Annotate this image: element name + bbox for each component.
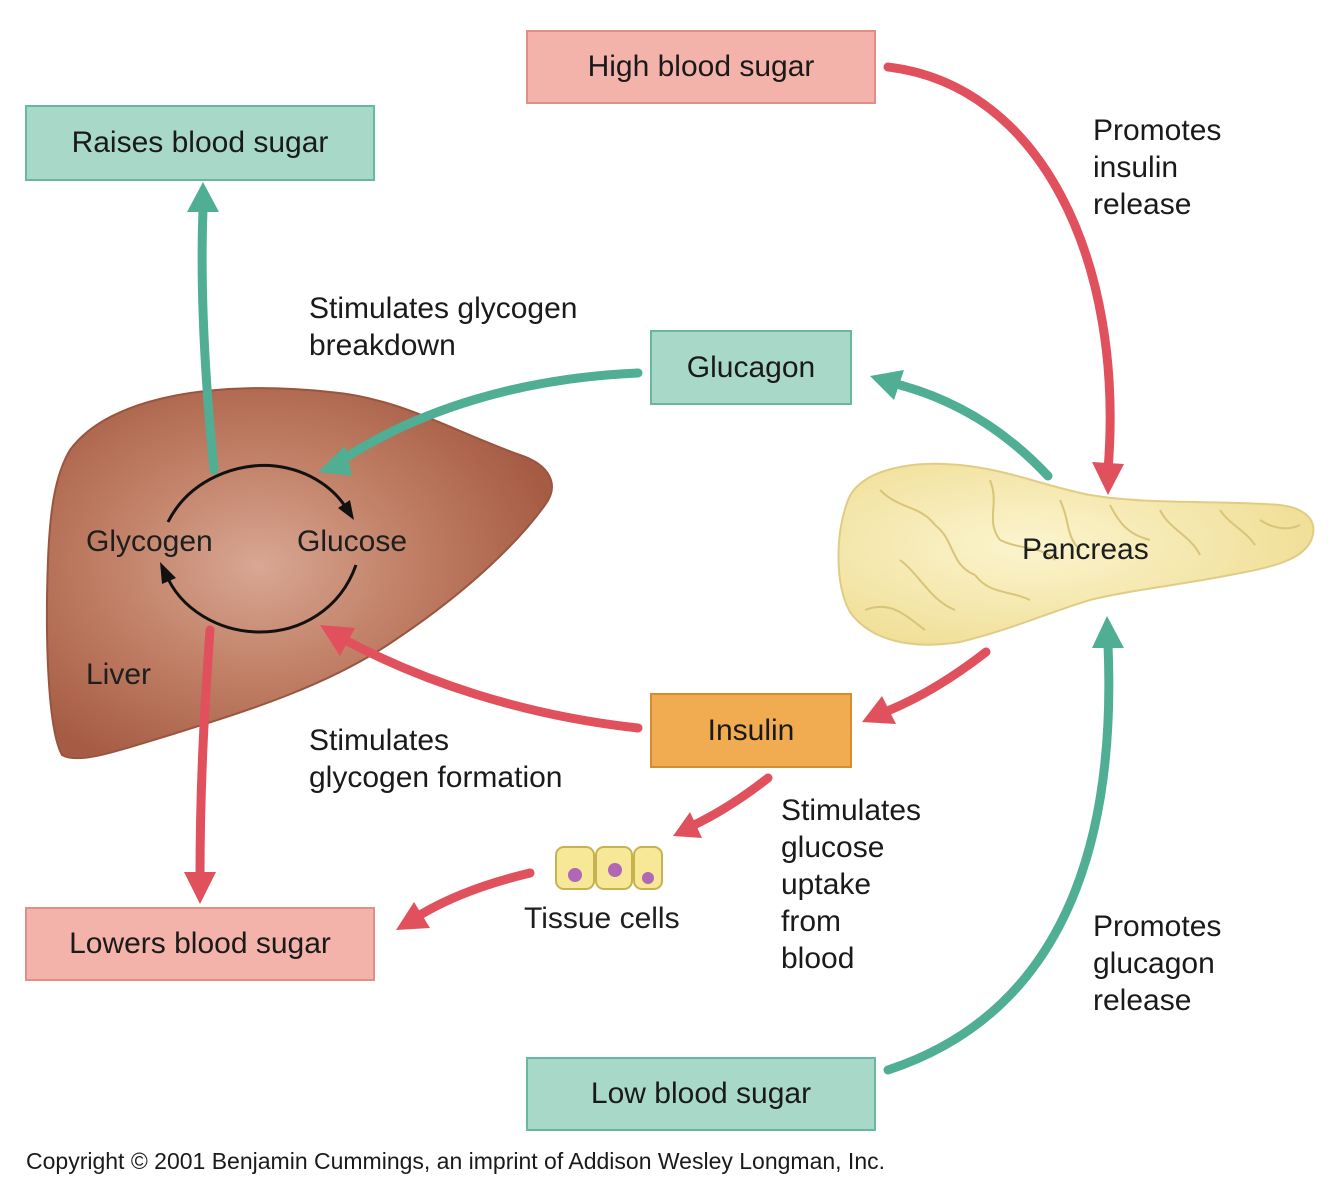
stimulates-glycogen-formation-label: Stimulates glycogen formation	[309, 724, 563, 794]
green-arrows	[197, 205, 1114, 1075]
glucose-label: Glucose	[297, 525, 408, 558]
cycle-arrow-bottom	[163, 564, 358, 634]
stimulates-glycogen-breakdown-label: Stimulates glycogen breakdown	[309, 292, 578, 362]
tissue-cells-label: Tissue cells	[524, 902, 680, 935]
raises-blood-sugar-box: Raises blood sugar	[25, 105, 375, 181]
pancreas-lobule-lines	[864, 479, 1301, 631]
pancreas-shape	[837, 462, 1315, 646]
liver-label: Liver	[86, 658, 152, 691]
cycle-arrowhead-bottom	[160, 562, 176, 584]
glucagon-box: Glucagon	[650, 330, 852, 405]
glycogen-label: Glycogen	[86, 525, 213, 558]
copyright-notice: Copyright © 2001 Benjamin Cummings, an i…	[26, 1148, 886, 1174]
promotes-insulin-release-label: Promotes insulin release	[1093, 114, 1222, 221]
tissue-cells-graphic	[555, 846, 663, 890]
red-arrowheads	[184, 462, 1124, 930]
liver-shape	[45, 387, 553, 760]
red-arrows	[195, 62, 1115, 920]
high-blood-sugar-box: High blood sugar	[526, 30, 876, 104]
stimulates-glucose-uptake-label: Stimulates glucose uptake from blood	[781, 794, 922, 975]
low-blood-sugar-box: Low blood sugar	[526, 1057, 876, 1131]
insulin-box: Insulin	[650, 693, 852, 768]
promotes-glucagon-release-label: Promotes glucagon release	[1093, 910, 1222, 1017]
pancreas-label: Pancreas	[1022, 533, 1149, 566]
cycle-arrow-top	[166, 463, 352, 523]
green-arrowheads	[187, 182, 1124, 648]
lowers-blood-sugar-box: Lowers blood sugar	[25, 907, 375, 981]
cycle-arrowhead-top	[338, 500, 354, 520]
